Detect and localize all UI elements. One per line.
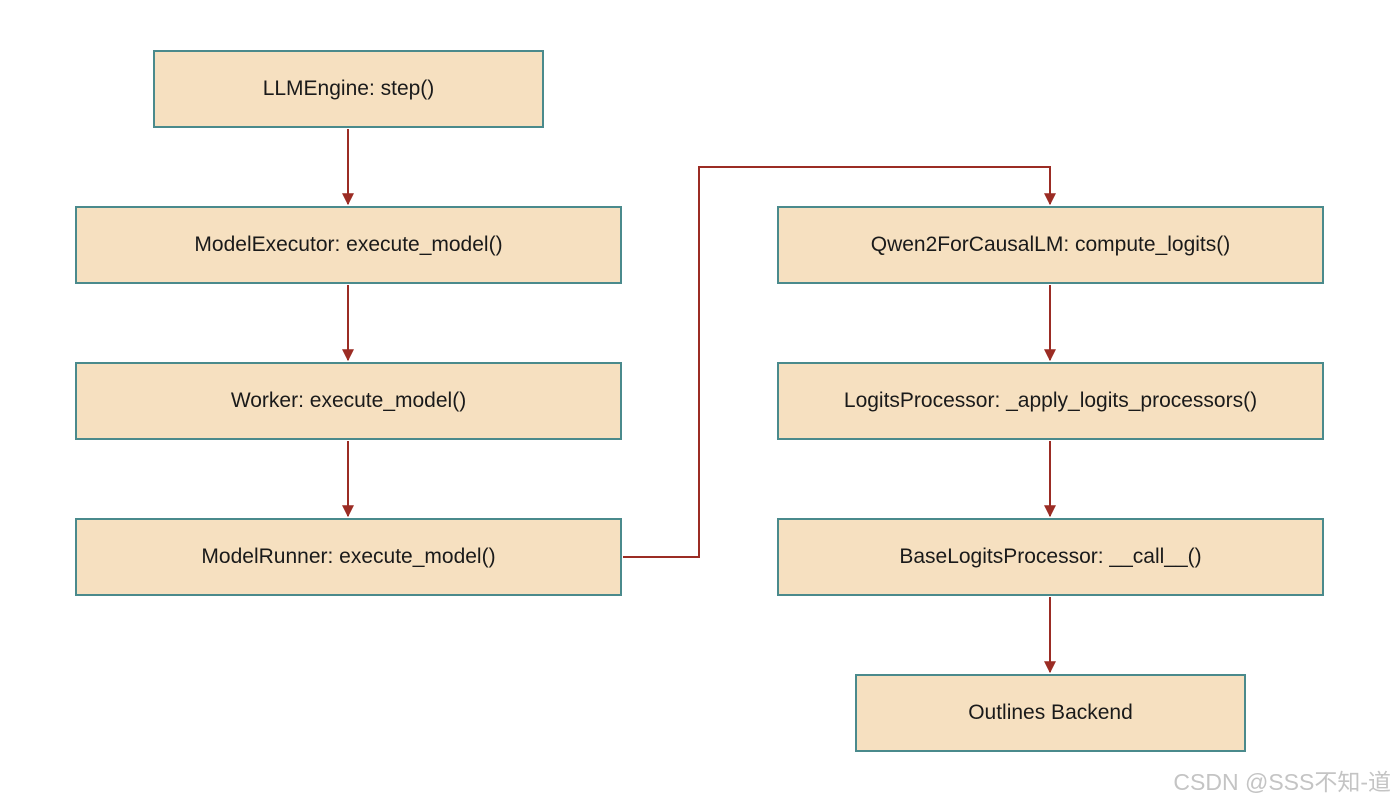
node-worker-execute-model: Worker: execute_model() bbox=[75, 362, 622, 440]
node-outlines-backend: Outlines Backend bbox=[855, 674, 1246, 752]
node-label: Worker: execute_model() bbox=[230, 389, 467, 412]
node-label: ModelExecutor: execute_model() bbox=[194, 233, 503, 256]
node-label: Outlines Backend bbox=[968, 701, 1133, 724]
node-llmengine-step: LLMEngine: step() bbox=[153, 50, 544, 128]
node-label: BaseLogitsProcessor: __call__() bbox=[899, 545, 1202, 568]
node-qwen2-compute-logits: Qwen2ForCausalLM: compute_logits() bbox=[777, 206, 1324, 284]
node-label: LogitsProcessor: _apply_logits_processor… bbox=[843, 389, 1258, 412]
node-modelexecutor-execute-model: ModelExecutor: execute_model() bbox=[75, 206, 622, 284]
node-baselogitsprocessor-call: BaseLogitsProcessor: __call__() bbox=[777, 518, 1324, 596]
node-logitsprocessor-apply: LogitsProcessor: _apply_logits_processor… bbox=[777, 362, 1324, 440]
node-label: LLMEngine: step() bbox=[262, 77, 435, 100]
node-label: ModelRunner: execute_model() bbox=[201, 545, 496, 568]
edge-modelrunner-to-qwen2 bbox=[623, 166, 1056, 558]
node-modelrunner-execute-model: ModelRunner: execute_model() bbox=[75, 518, 622, 596]
watermark: CSDN @SSS不知-道 bbox=[1173, 769, 1391, 795]
node-label: Qwen2ForCausalLM: compute_logits() bbox=[870, 233, 1231, 256]
